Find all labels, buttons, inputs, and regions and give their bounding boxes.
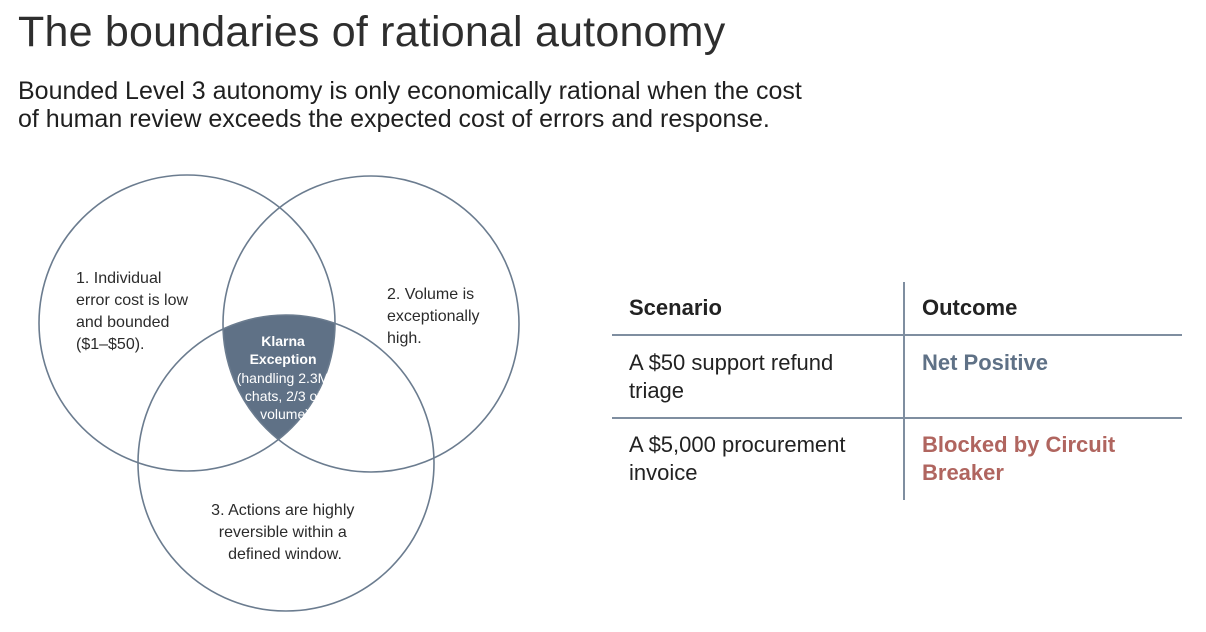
page-subtitle: Bounded Level 3 autonomy is only economi… [18,77,802,133]
circle-1-label: 1. Individual error cost is low and boun… [76,270,192,353]
circle-3-label: 3. Actions are highly reversible within … [211,502,359,563]
outcome-table: Scenario Outcome A $50 support refund tr… [612,282,1182,500]
subtitle-line: Bounded Level 3 autonomy is only economi… [18,77,802,105]
column-header-scenario: Scenario [629,295,722,320]
table-cell-outcome: Net Positive [922,350,1048,375]
table-cell-outcome: Blocked by Circuit Breaker [922,432,1116,485]
table-column-divider [903,282,905,500]
subtitle-line: of human review exceeds the expected cos… [18,105,770,133]
table-header-divider [612,334,1182,336]
column-header-outcome: Outcome [922,295,1018,320]
circle-2-label: 2. Volume is exceptionally high. [387,286,484,347]
venn-diagram: 1. Individual error cost is low and boun… [38,174,520,612]
venn-circle-2 [222,175,520,473]
table-row-divider [612,417,1182,419]
table-cell-scenario: A $5,000 procurement invoice [629,432,846,485]
venn-circle-3 [137,314,435,612]
table-cell-scenario: A $50 support refund triage [629,350,834,403]
page-title: The boundaries of rational autonomy [18,8,726,56]
center-label: Klarna Exception (handling 2.3M chats, 2… [237,333,334,422]
